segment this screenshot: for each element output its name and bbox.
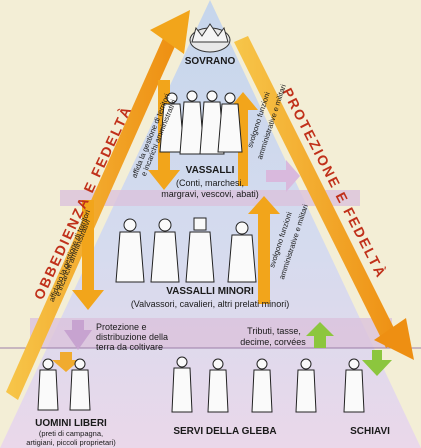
vassalli-minori-desc: (Valvassori, cavalieri, altri prelati mi… [130,299,290,309]
vassalli-desc-1: (Conti, marchesi, [175,178,245,188]
tributi-text-1: Tributi, tasse, [247,326,301,336]
down-arrow-vassalli-to-minori [72,200,104,310]
sovrano-label: SOVRANO [184,56,236,67]
crown-icon [189,23,231,53]
arrow-schiavi [362,350,392,376]
protezione-text-2: distribuzione della [96,332,169,342]
tributi-text-2: decime, corvées [240,337,306,347]
right-orange-arrow [234,36,414,360]
lower-class-figures [37,356,365,413]
tier-band-1 [60,190,360,206]
up-arrow-minori-to-vassalli [248,196,280,304]
uomini-liberi-desc-1: (preti di campagna, [38,429,104,438]
uomini-liberi-desc-2: artigiani, piccoli proprietari) [26,438,116,447]
tier-band-2 [30,318,392,348]
vassalli-desc-2: margravi, vescovi, abati) [161,189,259,199]
vassalli-figures [159,90,243,155]
vassalli-minori-title: VASSALLI MINORI [166,286,254,297]
down-arrow-protezione [64,320,92,350]
servi-label: SERVI DELLA GLEBA [173,426,277,437]
up-arrow-vassalli-to-sovrano [228,92,300,192]
schiavi-label: SCHIAVI [350,426,390,437]
vassalli-minori-figures [115,217,257,283]
arrow-uomini-liberi [52,352,80,372]
up-arrow-tributi [306,322,334,348]
protezione-text-3: terra da coltivare [96,342,164,352]
uomini-liberi-title: UOMINI LIBERI [35,418,107,429]
protezione-text-1: Protezione e [96,322,147,332]
vassalli-title: VASSALLI [185,165,235,176]
